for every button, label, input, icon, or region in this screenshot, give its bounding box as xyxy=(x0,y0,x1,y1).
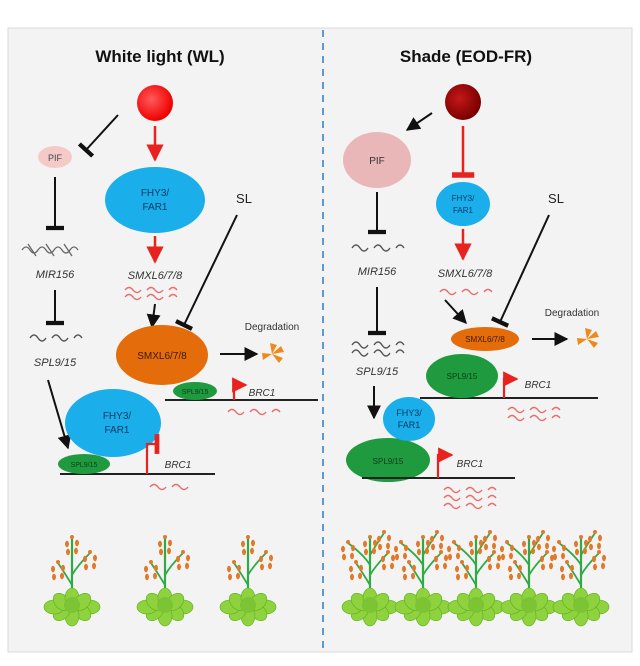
far1-label-shade: FAR1 xyxy=(453,206,474,215)
fhy3-far1-node xyxy=(105,167,205,233)
spl-bound-2-label-shade: SPL9/15 xyxy=(373,457,404,466)
spl9-15-label-shade: SPL9/15 xyxy=(356,366,399,378)
spl-transcript xyxy=(29,334,83,342)
plants-shade xyxy=(341,530,610,627)
brc1-transcript-2-shade xyxy=(443,486,497,510)
light-inhibits-pif xyxy=(77,114,119,158)
spl9-15-label: SPL9/15 xyxy=(34,357,77,369)
far1-bound-label-shade: FAR1 xyxy=(398,420,421,430)
far1-bound-label: FAR1 xyxy=(104,425,129,436)
plant-icon xyxy=(219,535,277,627)
smxl-gene-label: SMXL6/7/8 xyxy=(128,270,183,282)
smxl-protein-node-shade xyxy=(451,327,519,351)
brc1-label-1: BRC1 xyxy=(249,388,276,399)
spl-to-promoter-arrow xyxy=(47,379,72,450)
shade-signal-icon xyxy=(445,84,481,120)
smxl-protein-label: SMXL6/7/8 xyxy=(137,351,187,362)
shade-to-pif-arrow xyxy=(405,112,433,131)
degradation-fragments-icon-shade xyxy=(577,328,599,348)
fhy3-label: FHY3/ xyxy=(141,188,170,199)
spl-bound-1-label-shade: SPL9/15 xyxy=(447,372,478,381)
brc1-transcript-1 xyxy=(227,408,281,416)
right-panel-title: Shade (EOD-FR) xyxy=(400,47,532,66)
sl-inhibits-smxl xyxy=(174,214,238,331)
smxl-gene-label-shade: SMXL6/7/8 xyxy=(438,268,493,280)
spl-bound-1-label: SPL9/15 xyxy=(182,389,209,396)
brc1-tss-1-shade xyxy=(502,371,519,398)
brc1-transcript-1-shade xyxy=(507,406,561,422)
mir156-transcript xyxy=(21,243,79,257)
smxl-protein-node xyxy=(116,325,208,385)
spl-bound-2-label: SPL9/15 xyxy=(71,462,98,469)
smxl-translation-arrow-shade xyxy=(444,299,467,325)
plant-icon xyxy=(394,530,452,627)
pif-label: PIF xyxy=(48,153,63,163)
spl-transcript-shade xyxy=(351,341,405,357)
pif-node-shade xyxy=(343,132,411,188)
sl-label: SL xyxy=(236,191,252,206)
far1-label: FAR1 xyxy=(142,202,167,213)
pif-label-shade: PIF xyxy=(369,156,385,167)
smxl-transcript-shade xyxy=(439,288,493,296)
plant-icon xyxy=(341,530,399,627)
smxl-transcript xyxy=(124,286,178,301)
brc1-tss-2-shade xyxy=(436,447,454,478)
brc1-transcript-2 xyxy=(149,483,189,491)
degradation-label: Degradation xyxy=(245,322,299,333)
spl-bound-2-shade xyxy=(346,438,430,482)
mir156-label: MIR156 xyxy=(36,269,75,281)
mir156-label-shade: MIR156 xyxy=(358,266,397,278)
spl-bound-1 xyxy=(173,382,217,400)
plant-icon xyxy=(447,530,505,627)
sl-label-shade: SL xyxy=(548,191,564,206)
brc1-tss-2-blocked xyxy=(145,434,160,474)
plant-icon xyxy=(552,530,610,627)
plants-white-light xyxy=(43,535,277,627)
brc1-label-2: BRC1 xyxy=(165,460,192,471)
spl-bound-2 xyxy=(58,454,110,474)
white-light-signal-icon xyxy=(137,85,173,121)
fhy3-label-shade: FHY3/ xyxy=(452,194,475,203)
fhy3-far1-node-shade xyxy=(436,182,490,226)
plant-icon xyxy=(500,530,558,627)
fhy3-bound-label: FHY3/ xyxy=(103,411,132,422)
smxl-protein-label-shade: SMXL6/7/8 xyxy=(465,335,505,344)
brc1-tss-1 xyxy=(232,377,248,400)
fhy3-bound-label-shade: FHY3/ xyxy=(396,408,422,418)
degradation-fragments-icon xyxy=(262,343,284,363)
sl-inhibits-smxl-shade xyxy=(490,214,550,328)
brc1-label-1-shade: BRC1 xyxy=(525,380,552,391)
fhy3-far1-bound-shade xyxy=(383,397,435,441)
smxl-translation-arrow xyxy=(146,303,161,329)
spl-bound-1-shade xyxy=(426,354,498,398)
mir156-transcript-shade xyxy=(351,244,405,252)
plant-icon xyxy=(136,535,194,627)
brc1-label-2-shade: BRC1 xyxy=(457,459,484,470)
fhy3-far1-bound xyxy=(65,389,161,457)
degradation-label-shade: Degradation xyxy=(545,308,599,319)
left-panel-title: White light (WL) xyxy=(95,47,224,66)
pif-node xyxy=(38,146,72,168)
plant-icon xyxy=(43,535,101,627)
